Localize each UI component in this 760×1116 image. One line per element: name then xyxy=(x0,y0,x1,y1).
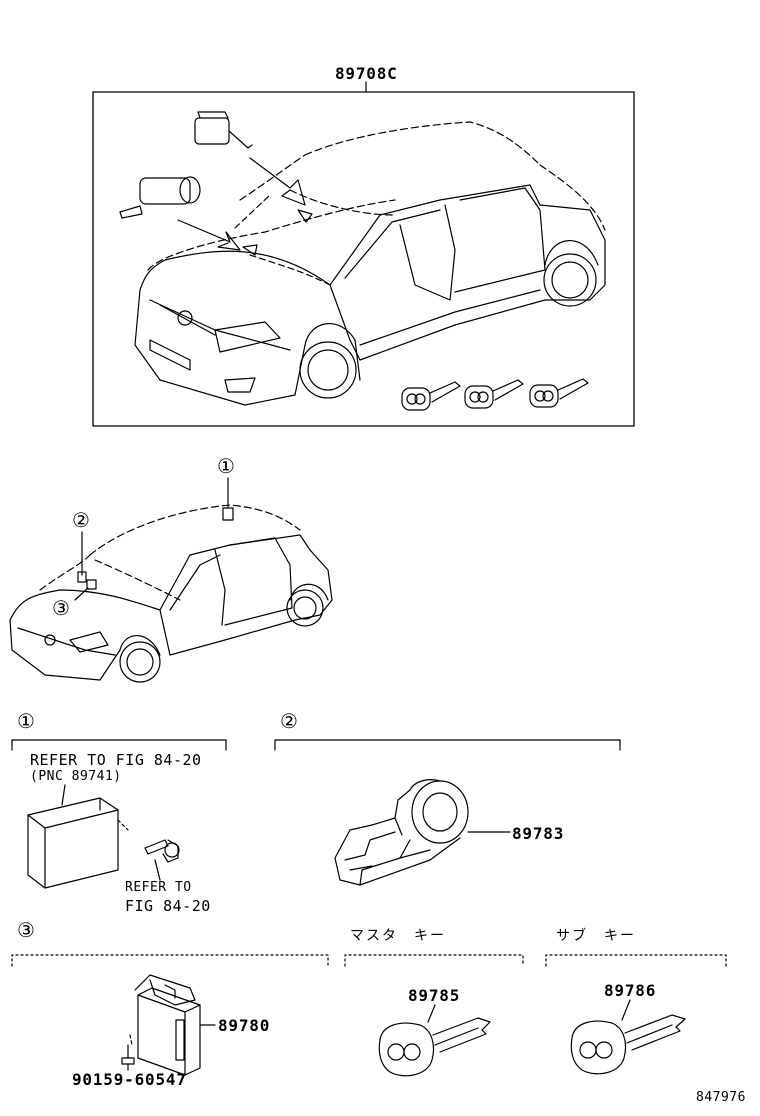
section2-callout: ② xyxy=(280,709,298,733)
assembly-car-illustration xyxy=(119,111,606,411)
section1-callout: ① xyxy=(17,709,35,733)
section1-ecu-box xyxy=(27,784,129,889)
section1-refer-line2: (PNC 89741) xyxy=(30,769,122,784)
location-marker-1 xyxy=(222,507,234,521)
figure-id: 847976 xyxy=(696,1090,746,1105)
location-marker-3 xyxy=(86,579,97,590)
assembly-frame xyxy=(92,91,635,427)
lock-cylinder-top xyxy=(194,111,253,149)
section2-ignition-housing xyxy=(334,779,469,886)
section2-part-number: 89783 xyxy=(512,824,565,843)
section1-bolt xyxy=(144,839,180,881)
section3-callout: ③ xyxy=(17,918,35,942)
section-brackets xyxy=(11,739,727,967)
section1-bolt-refer-line2: FIG 84-20 xyxy=(125,897,211,915)
section3-screw xyxy=(121,1044,135,1071)
section3-ecu-part-number: 89780 xyxy=(218,1016,271,1035)
master-key-part-number: 89785 xyxy=(408,986,461,1005)
location-callout-3: ③ xyxy=(52,596,70,620)
sub-key-title: サブ キー xyxy=(556,928,636,944)
location-car-illustration xyxy=(9,477,333,683)
assembly-part-number: 89708C xyxy=(335,64,398,83)
section1-bolt-refer-line1: REFER TO xyxy=(125,880,192,895)
sub-key-part-number: 89786 xyxy=(604,981,657,1000)
master-key-title: マスタ キー xyxy=(350,928,446,944)
location-marker-2 xyxy=(77,571,87,583)
master-key-drawing xyxy=(378,1004,491,1077)
location-callout-2: ② xyxy=(72,508,90,532)
location-callout-1: ① xyxy=(217,454,235,478)
section3-screw-part-number: 90159-60547 xyxy=(72,1070,187,1089)
sub-key-drawing xyxy=(570,999,686,1075)
lock-cylinder-left xyxy=(119,176,201,219)
assembly-keys xyxy=(401,378,589,411)
section3-ecu xyxy=(129,974,201,1076)
section1-refer-line1: REFER TO FIG 84-20 xyxy=(30,751,202,769)
